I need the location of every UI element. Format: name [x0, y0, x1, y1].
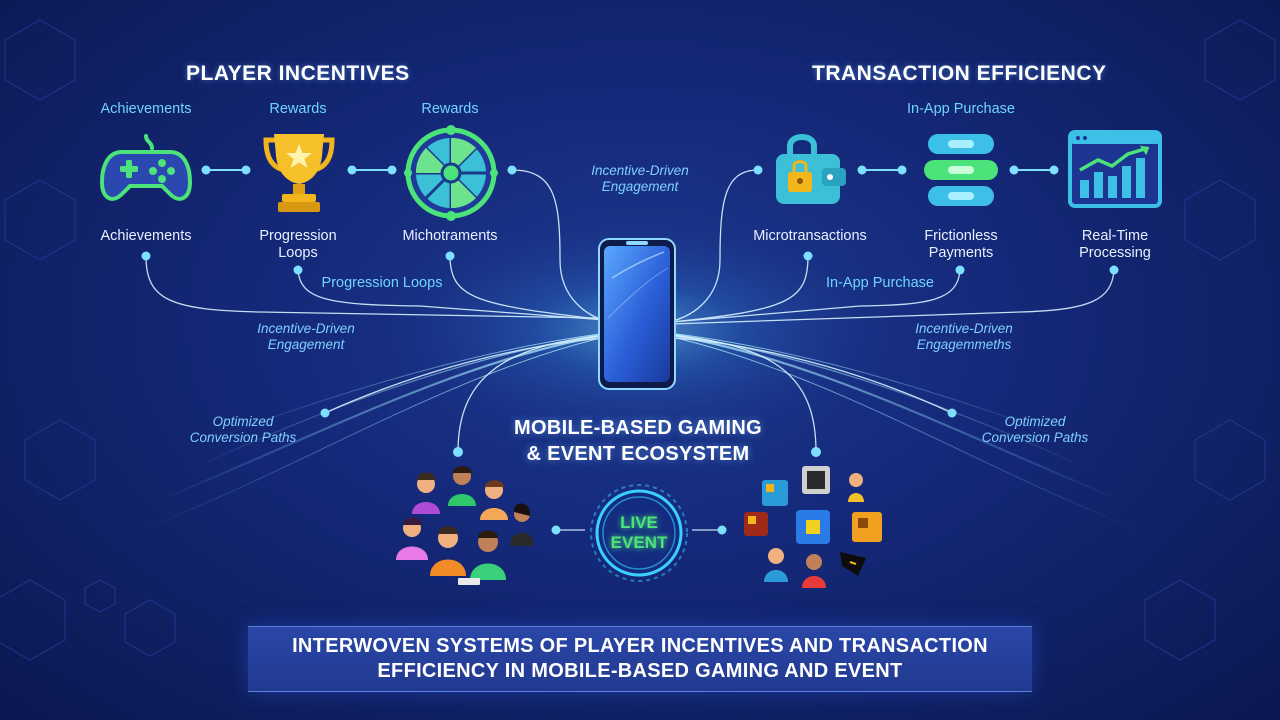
label-engagement-left: Incentive-Driven Engagement — [257, 321, 355, 352]
label-achievements-top: Achievements — [100, 101, 192, 117]
label-engagement-right: Incentive-Driven Engagemmeths — [915, 321, 1013, 352]
label-real-time-processing: Real-Time Processing — [1079, 228, 1151, 261]
ecosystem-title: MOBILE-BASED GAMING & EVENT ECOSYSTEM — [514, 417, 762, 465]
player-incentives-heading: PLAYER INCENTIVES — [186, 62, 410, 85]
label-achievements-bottom: Achievements — [100, 228, 192, 244]
live-event-text: LIVE EVENT — [610, 513, 668, 552]
label-microtransactions: Microtransactions — [753, 228, 867, 244]
label-rewards-top-2: Rewards — [421, 101, 479, 117]
payment-stack-icon — [922, 132, 1000, 210]
reward-wheel-icon — [404, 125, 498, 221]
live-event-badge: LIVE EVENT — [588, 482, 690, 584]
label-in-app-purchase-flow: In-App Purchase — [825, 275, 934, 291]
label-conversion-left: Optimized Conversion Paths — [189, 414, 297, 445]
growth-chart-icon — [1068, 130, 1162, 208]
players-group-icon — [384, 462, 544, 588]
trophy-icon — [262, 130, 336, 214]
label-progression-loops: Progression Loops — [259, 228, 337, 261]
smartphone-icon — [598, 238, 676, 390]
label-engagement-center: Incentive-Driven Engagement — [591, 163, 689, 194]
gamepad-icon — [99, 132, 193, 206]
footer-banner: INTERWOVEN SYSTEMS OF PLAYER INCENTIVES … — [248, 626, 1032, 692]
label-michotraments: Michotraments — [402, 228, 498, 244]
label-progression-loops-flow: Progression Loops — [321, 275, 443, 291]
label-conversion-right: Optimized Conversion Paths — [981, 414, 1089, 445]
game-blocks-icon — [740, 462, 890, 598]
label-frictionless-payments: Frictionless Payments — [924, 228, 998, 261]
wallet-lock-icon — [770, 128, 850, 208]
transaction-efficiency-heading: TRANSACTION EFFICIENCY — [812, 62, 1107, 85]
footer-banner-text: INTERWOVEN SYSTEMS OF PLAYER INCENTIVES … — [292, 635, 988, 682]
label-in-app-purchase-top: In-App Purchase — [906, 101, 1015, 117]
label-rewards-top-1: Rewards — [269, 101, 327, 117]
